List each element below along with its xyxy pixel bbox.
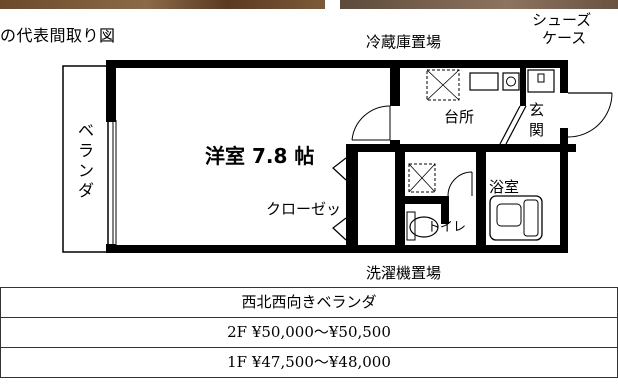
kitchen-stove (502, 72, 520, 91)
floor-plan: 洋室 7.8 帖 ベ ラ ン ダ クローゼット 台所 玄 関 浴室 トイレ 冷蔵… (62, 11, 613, 282)
closet-door-upper (332, 157, 347, 181)
washer-space-cross (408, 163, 436, 193)
veranda-char: ン (78, 161, 94, 180)
washer-space-box (408, 163, 436, 193)
wall-shoe-case (520, 60, 526, 106)
fridge-space-cross (426, 69, 460, 101)
wall-top (106, 60, 568, 68)
toilet-bowl (409, 216, 439, 238)
entrance-label-1: 玄 (529, 101, 544, 119)
kitchen-counter-edge (505, 105, 527, 145)
closet-door-lower (332, 217, 347, 241)
washroom-door-swing (447, 171, 473, 197)
photo-strip-right (340, 0, 618, 9)
toilet-label: トイレ (427, 220, 466, 235)
kitchen-label: 台所 (444, 108, 474, 126)
stove-burner (506, 76, 516, 87)
price-2f-cell: 2F ¥50,000～¥50,500 (0, 317, 618, 348)
info-table: 西北西向きベランダ 2F ¥50,000～¥50,500 1F ¥47,500～… (0, 287, 618, 378)
entrance-label-2: 関 (529, 121, 544, 139)
fridge-space-box (426, 69, 460, 101)
photo-strip-left (0, 0, 325, 9)
entrance-door-swing (567, 92, 613, 138)
veranda-char: ベ (78, 121, 94, 140)
shoe-case-box (527, 69, 555, 93)
wall-right-upper (560, 60, 568, 93)
bath-label: 浴室 (489, 178, 519, 196)
wall-toilet-right (441, 196, 449, 224)
wall-left-upper (106, 60, 116, 122)
bathtub-seat (523, 199, 539, 237)
price-1f-cell: 1F ¥47,500～¥48,000 (0, 347, 618, 378)
bathtub (489, 195, 543, 241)
wall-bath (476, 150, 486, 253)
wall-closet (346, 144, 358, 253)
wall-right-lower (560, 128, 568, 253)
table-row: 2F ¥50,000～¥50,500 (0, 317, 618, 348)
main-room-label: 洋室 7.8 帖 (205, 144, 314, 168)
floorplan-caption: の代表間取り図 (0, 26, 116, 45)
wall-toilet-top (398, 196, 448, 204)
wall-bottom (106, 245, 568, 253)
fridge-space-label: 冷蔵庫置場 (366, 33, 441, 51)
table-row: 西北西向きベランダ (0, 287, 618, 318)
wall-kitchen-left (390, 60, 400, 106)
toilet-tank (406, 211, 416, 241)
veranda-char: ダ (78, 181, 94, 200)
veranda-char: ラ (78, 141, 94, 160)
kitchen-counter-edge (499, 105, 521, 145)
shoe-case-handle (537, 73, 545, 83)
wall-mid-horizontal (346, 144, 576, 152)
shoe-case-label-2: ケース (542, 29, 586, 47)
kitchen-sink (469, 72, 499, 91)
veranda-direction-cell: 西北西向きベランダ (0, 287, 618, 318)
wall-left-lower (106, 244, 116, 253)
closet-label: クローゼット (266, 200, 356, 218)
kitchen-door-swing (351, 105, 391, 141)
washer-space-label: 洗濯機置場 (366, 264, 441, 282)
table-row: 1F ¥47,500～¥48,000 (0, 347, 618, 378)
bathtub-basin (496, 203, 522, 227)
shoe-case-label-1: シューズ (532, 11, 591, 29)
